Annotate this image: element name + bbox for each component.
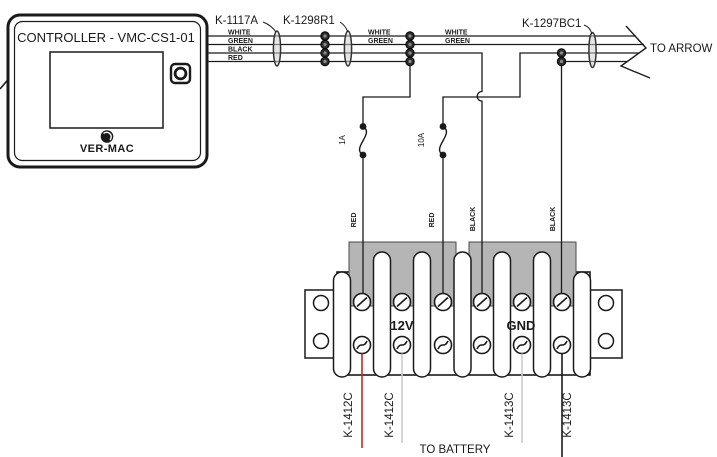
connector-dot-center [408,34,412,38]
connector-dot-center [323,51,327,55]
bottom-cable-label-k1412c-black: K-1412C [343,392,355,437]
connector-column-1 [320,31,330,67]
connector-dot-center [559,51,564,55]
screw-slot [396,340,408,350]
barrier [572,271,592,378]
wire-label-black-1: BLACK [228,47,253,54]
ear-hole [597,332,615,350]
drop-label-black-1: BLACK [470,207,477,232]
screw-slot [556,296,568,308]
wire-runs [208,35,644,295]
controller-box: CONTROLLER - VMC-CS1-01 VER-MAC [0,13,209,169]
fuse-terminal-dot [439,151,447,159]
screw-slot [476,340,488,350]
screw-slot [437,340,449,350]
fuse-10a-label: 10A [417,132,426,147]
to-arrow-label: TO ARROW [650,43,713,55]
controller-brand: VER-MAC [80,143,134,155]
wire-red-drop [208,60,411,127]
cable-marker [272,30,282,67]
screw-slot [516,296,528,308]
drop-label-red-1: RED [351,213,358,228]
connector-dots [320,31,567,67]
screw-slot [356,296,368,308]
screw-slot [556,340,568,350]
wire-label-red-1: RED [228,55,243,62]
connector-dot-center [559,59,564,64]
fuse-curve [438,125,448,156]
terminal-gnd-label: GND [507,318,536,333]
wire-label-green-1: GREEN [228,38,253,45]
leader-k1298r1 [339,21,349,33]
bottom-cable-label-k1412c-gray: K-1412C [384,392,396,437]
terminal-screws [352,292,572,355]
connector-dot-center [408,51,412,55]
controller-knob-icon [173,66,188,81]
connector-dot-center [323,59,327,64]
barrier [532,251,552,378]
bottom-cable-label-k1413c-gray: K-1413C [504,392,516,437]
barrier [332,271,352,378]
connector-dot-center [323,42,327,47]
screw-row-top [352,292,572,312]
screw-slot [476,296,488,308]
connector-column-3 [556,48,567,67]
vermac-logo-swoosh [103,131,112,141]
controller-title: CONTROLLER - VMC-CS1-01 [17,30,195,45]
to-battery-label: TO BATTERY [420,444,491,456]
terminal-barriers [332,251,592,378]
controller-inner-border [13,20,202,162]
arrow-connector-chevron [619,25,651,79]
wire-label-green-3: GREEN [445,38,470,45]
leader-k1117a [262,21,277,33]
connector-column-2 [405,31,415,67]
controller-screen [49,51,164,129]
wire-label-white-3: WHITE [445,30,468,37]
screw-slot [396,296,408,308]
ear-hole [597,294,615,312]
barrier [453,251,472,378]
wire-label-white-2: WHITE [368,30,391,37]
terminal-12v-label: 12V [390,318,413,333]
fuse-terminal-dot [439,123,447,130]
left-cable-stub [0,78,9,90]
fuse-10a: 10A [417,123,448,159]
cable-marker [588,31,597,69]
fuse-curve [358,125,368,156]
drop-label-red-2: RED [429,213,436,228]
fuse-1a-label: 1A [338,134,347,144]
connector-dot-center [408,59,412,64]
drop-label-black-2: BLACK [550,207,557,232]
leader-k1297bc1 [583,24,593,35]
ear-hole [312,294,330,312]
barrier [492,251,512,378]
cable-label-k1117a: K-1117A [215,15,258,27]
fuse-terminal-dot [359,151,367,159]
wire-label-white-1: WHITE [228,30,251,37]
screw-slot [356,340,368,350]
label-leaders [262,21,593,35]
cable-marker [343,30,353,67]
barrier [412,251,432,378]
connector-dot-center [323,34,327,38]
wire-12v-branch [442,52,639,127]
screw-row-bottom [352,335,572,355]
wire-label-green-2: GREEN [368,38,393,45]
bottom-cable-label-k1413c-black: K-1413C [562,392,574,437]
cable-label-k1298r1: K-1298R1 [283,15,335,27]
screw-slot [437,296,449,308]
cable-label-k1297bc1: K-1297BC1 [522,18,581,30]
ear-hole [312,332,330,350]
barrier [372,251,392,378]
wire-black-with-hop [208,52,483,295]
fuse-1a: 1A [338,123,368,159]
connector-dot-center [408,42,412,47]
fuse-terminal-dot [359,123,367,130]
screw-slot [516,340,528,350]
bottom-cables [361,353,563,457]
